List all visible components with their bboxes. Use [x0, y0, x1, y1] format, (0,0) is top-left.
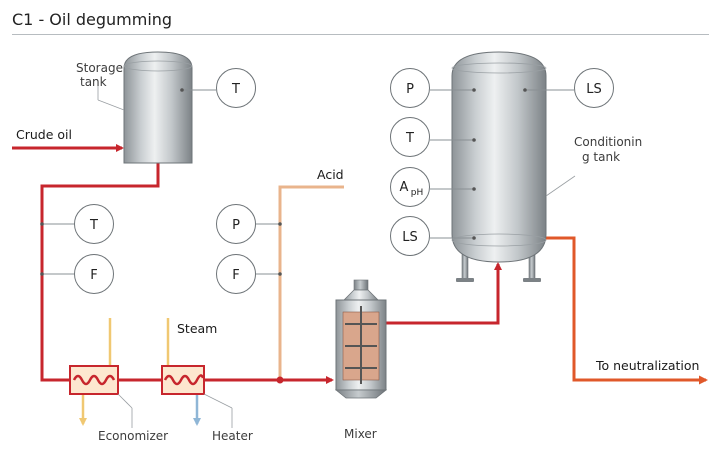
economizer-leader [117, 393, 133, 409]
crude-oil-label: Crude oil [16, 127, 72, 142]
level-switch-low-label: LS [402, 230, 418, 245]
tank-pressure-instrument[interactable]: P [390, 68, 430, 108]
acid-line [278, 185, 344, 380]
tank-temperature-instrument[interactable]: T [390, 117, 430, 157]
line-flow-label: F [90, 268, 97, 283]
acid-injection-point [276, 376, 284, 384]
to-neutralization-label: To neutralization [595, 358, 699, 373]
acid-label: Acid [317, 167, 344, 182]
storage-temperature-instrument[interactable]: T [216, 68, 256, 108]
acid-pressure-instrument[interactable]: P [216, 204, 256, 244]
acid-flow-instrument[interactable]: F [216, 254, 256, 294]
tank-temperature-label: T [405, 131, 414, 146]
line-flow-instrument[interactable]: F [74, 254, 114, 294]
page-title: C1 - Oil degumming [12, 10, 173, 29]
conditioning-tank [430, 51, 574, 282]
heater-label: Heater [212, 429, 253, 443]
storage-tank [123, 51, 216, 164]
mixer-tank-line [386, 262, 502, 325]
tank-level-switch-low[interactable]: LS [390, 216, 430, 256]
heater-leader [203, 393, 233, 409]
tank-level-switch-high[interactable]: LS [574, 68, 614, 108]
storage-tank-label-line1: Storage [76, 61, 123, 75]
mixer [334, 279, 388, 399]
steam-label: Steam [177, 321, 217, 336]
conditioning-tank-label-line2: g tank [582, 150, 620, 164]
storage-temperature-label: T [231, 82, 240, 97]
heater-exchanger [161, 365, 205, 395]
ph-analyzer-sub-label: pH [411, 188, 423, 198]
storage-outlet-line [40, 163, 160, 382]
level-switch-high-label: LS [586, 82, 602, 97]
line-temperature-instrument[interactable]: T [74, 204, 114, 244]
ph-analyzer-main-label: A [400, 180, 409, 195]
acid-pressure-label: P [232, 218, 240, 233]
conditioning-tank-leader [545, 175, 576, 197]
storage-tank-label-line2: tank [80, 75, 107, 89]
economizer-label: Economizer [98, 429, 168, 443]
mixer-label: Mixer [344, 427, 377, 441]
tank-pressure-label: P [406, 82, 414, 97]
line-temperature-label: T [89, 218, 98, 233]
product-line [546, 236, 708, 385]
acid-flow-label: F [232, 268, 239, 283]
tank-ph-analyzer[interactable]: A pH [390, 167, 430, 207]
title-divider [12, 34, 709, 35]
economizer-exchanger [69, 365, 119, 395]
conditioning-tank-label-line1: Conditionin [574, 135, 642, 149]
